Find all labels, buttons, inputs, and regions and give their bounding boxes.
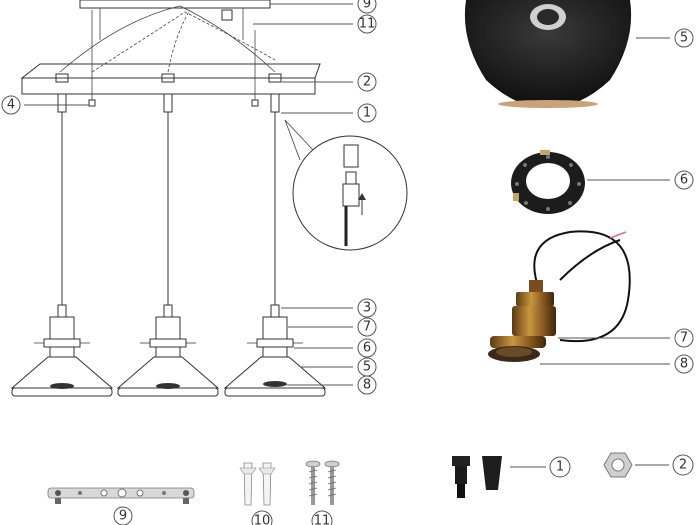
callout-part-1: 1 [510,456,571,478]
part-shade-image [464,0,632,108]
callout-part-7: 7 [558,328,694,348]
callout-assembly-11: 11 [253,14,377,34]
part-socket-image [488,230,631,362]
callout-assembly-6: 6 [294,338,377,358]
callout-assembly-1: 1 [281,103,377,123]
cord-lock-detail-zoom [284,119,408,251]
svg-text:11: 11 [314,514,331,525]
callout-part-10: 10 [251,510,273,525]
part-rail-image [47,487,195,504]
svg-text:4: 4 [7,98,15,113]
assembly-pendant-left [10,93,114,397]
part-cord-lock-image [452,456,502,498]
svg-text:5: 5 [363,360,371,375]
assembly-pendant-middle [116,93,220,397]
callout-assembly-7: 7 [288,317,377,337]
svg-text:1: 1 [556,460,564,475]
assembly-pendant-right [223,93,327,397]
callout-assembly-2: 2 [282,72,377,92]
callout-part-5: 5 [636,28,694,48]
part-ring-image [511,150,585,214]
svg-text:2: 2 [363,75,371,90]
callout-assembly-8: 8 [287,375,377,395]
svg-text:7: 7 [680,331,688,346]
callout-assembly-4: 4 [1,95,89,115]
svg-text:8: 8 [680,357,688,372]
svg-text:6: 6 [680,173,688,188]
callout-part-11: 11 [311,510,333,525]
svg-text:2: 2 [679,458,687,473]
svg-text:3: 3 [363,301,371,316]
callout-part-2: 2 [635,454,694,476]
callout-part-8: 8 [540,354,694,374]
part-screws-image [305,460,340,505]
svg-text:11: 11 [359,17,376,32]
svg-text:1: 1 [363,106,371,121]
svg-text:8: 8 [363,378,371,393]
svg-text:7: 7 [363,320,371,335]
svg-text:9: 9 [119,509,127,524]
part-nut-image [603,452,633,478]
svg-text:10: 10 [254,514,271,525]
svg-text:5: 5 [680,31,688,46]
callout-assembly-9: 9 [270,0,377,14]
callout-assembly-3: 3 [281,298,377,318]
svg-text:6: 6 [363,341,371,356]
callout-part-6: 6 [587,170,694,190]
callout-assembly-5: 5 [300,357,377,377]
svg-text:9: 9 [363,0,371,12]
callout-part-9: 9 [113,506,133,525]
part-anchors-image [239,462,276,506]
